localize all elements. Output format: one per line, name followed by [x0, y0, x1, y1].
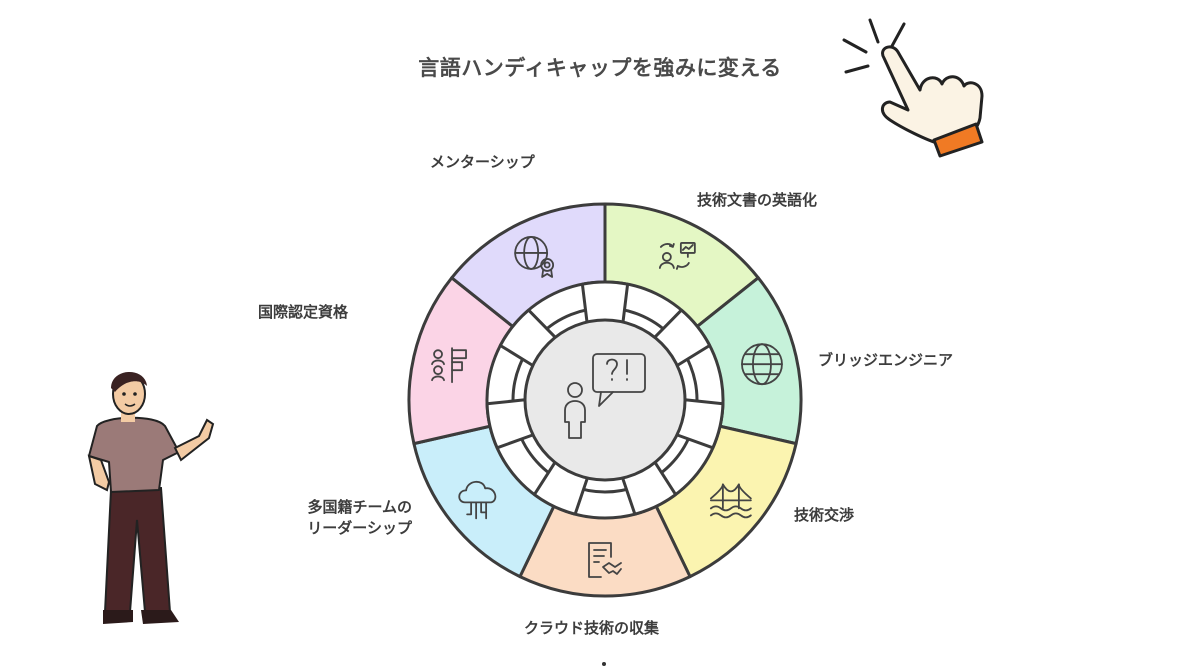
strengths-wheel-diagram [407, 202, 803, 598]
segment-label-certification: 国際認定資格 [258, 303, 349, 321]
globe-icon [741, 343, 783, 386]
segment-label-leadership: 多国籍チームの リーダーシップ [307, 498, 412, 537]
globe-certificate-icon [514, 236, 555, 278]
segment-label-negotiation: 技術交渉 [794, 506, 855, 524]
contract-handshake-icon [588, 542, 622, 578]
bridge-icon [709, 483, 752, 519]
page-dot [602, 662, 606, 666]
team-flag-icon [431, 347, 467, 384]
segment-label-mentorship: メンターシップ [430, 153, 535, 171]
question-exclamation-person-icon [564, 353, 646, 439]
segment-label-bridge-engineer: ブリッジエンジニア [818, 351, 954, 369]
cloud-network-icon [458, 480, 497, 520]
presenter-illustration [87, 371, 215, 624]
wheel-segment [450, 202, 607, 328]
segment-label-cloud: クラウド技術の収集 [524, 619, 660, 637]
gear-teeth [485, 280, 725, 516]
mentorship-chart-icon [658, 242, 696, 270]
pointing-hand-icon [842, 18, 984, 158]
diagram-title: 言語ハンディキャップを強みに変える [418, 56, 782, 80]
segment-label-english-docs: 技術文書の英語化 [697, 191, 818, 209]
